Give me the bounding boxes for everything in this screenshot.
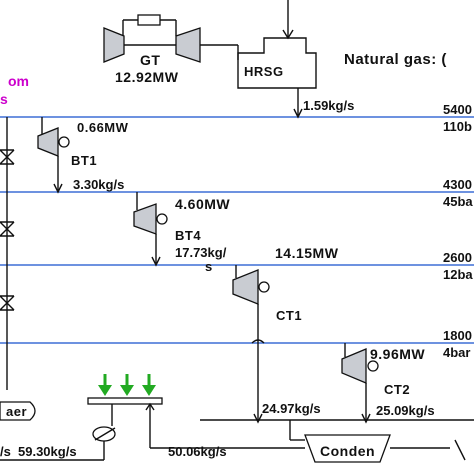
bt1-label: BT1 (71, 153, 97, 168)
green-arrow-2-icon (120, 385, 134, 396)
h3-temp: 2600 (443, 250, 472, 265)
natural-gas-label: Natural gas: ( (344, 51, 447, 68)
bt4-turbine (133, 192, 168, 267)
hrsg (237, 0, 317, 89)
condenser-label: Conden (320, 443, 375, 459)
bottom-mid-flow: 50.06kg/s (168, 444, 227, 459)
ct1-label: CT1 (276, 308, 302, 323)
condenser (304, 434, 391, 463)
gt-turbine-icon (175, 27, 201, 63)
bt4-flow-a: 17.73kg/ (175, 245, 227, 260)
hrsg-arrow-icon (293, 108, 303, 119)
green-arrow-3-icon (142, 385, 156, 396)
gas-turbine (103, 14, 239, 63)
bt4-flow-b: s (205, 259, 212, 274)
valve-3-icon (0, 295, 15, 311)
compressor-icon (103, 27, 125, 63)
heat-input-arrows (98, 374, 156, 396)
generator-icon (137, 14, 161, 26)
ct1-turbine-icon (232, 269, 259, 305)
ct1-generator-icon (258, 281, 270, 293)
source-label-line2: s (0, 91, 8, 107)
gt-label: GT (140, 52, 160, 68)
valve-2-icon (0, 221, 15, 237)
bt1-power: 0.66MW (77, 120, 129, 135)
bt1-turbine-icon (37, 127, 59, 157)
heater-bar-icon (87, 397, 163, 405)
bt1-turbine (37, 117, 70, 194)
bt4-power: 4.60MW (175, 196, 230, 212)
bt1-generator-icon (58, 136, 70, 148)
hrsg-out-flow: 1.59kg/s (303, 98, 354, 113)
bottom-left-prefix: /s (0, 444, 11, 459)
left-valve-column (0, 117, 15, 390)
bt4-label: BT4 (175, 228, 201, 243)
ct2-flow: 25.09kg/s (376, 403, 435, 418)
bottom-left-flow: 59.30kg/s (18, 444, 77, 459)
ct2-turbine (341, 343, 379, 424)
ct1-power: 14.15MW (275, 245, 339, 261)
mid-flow: 24.97kg/s (262, 401, 321, 416)
ct2-generator-icon (367, 360, 379, 372)
h3-pressure: 12ba (443, 267, 473, 282)
h2-pressure: 45ba (443, 194, 473, 209)
source-label-line1: om (8, 73, 29, 89)
bt1-flow: 3.30kg/s (73, 177, 124, 192)
h4-temp: 1800 (443, 328, 472, 343)
ct2-power: 9.96MW (370, 346, 425, 362)
ct1-turbine (232, 265, 270, 390)
bt4-generator-icon (156, 213, 168, 225)
deaerator (0, 401, 36, 421)
hrsg-label: HRSG (244, 64, 284, 79)
green-arrow-1-icon (98, 385, 112, 396)
valve-1-icon (0, 149, 15, 165)
ct2-label: CT2 (384, 382, 410, 397)
deaerator-label: aer (6, 404, 27, 419)
h4-pressure: 4bar (443, 345, 470, 360)
h2-temp: 4300 (443, 177, 472, 192)
deaerator-icon (0, 401, 36, 421)
gt-power: 12.92MW (115, 69, 179, 85)
h1-temp: 5400 (443, 102, 472, 117)
h1-pressure: 110b (443, 119, 472, 134)
condenser-icon (304, 434, 391, 463)
